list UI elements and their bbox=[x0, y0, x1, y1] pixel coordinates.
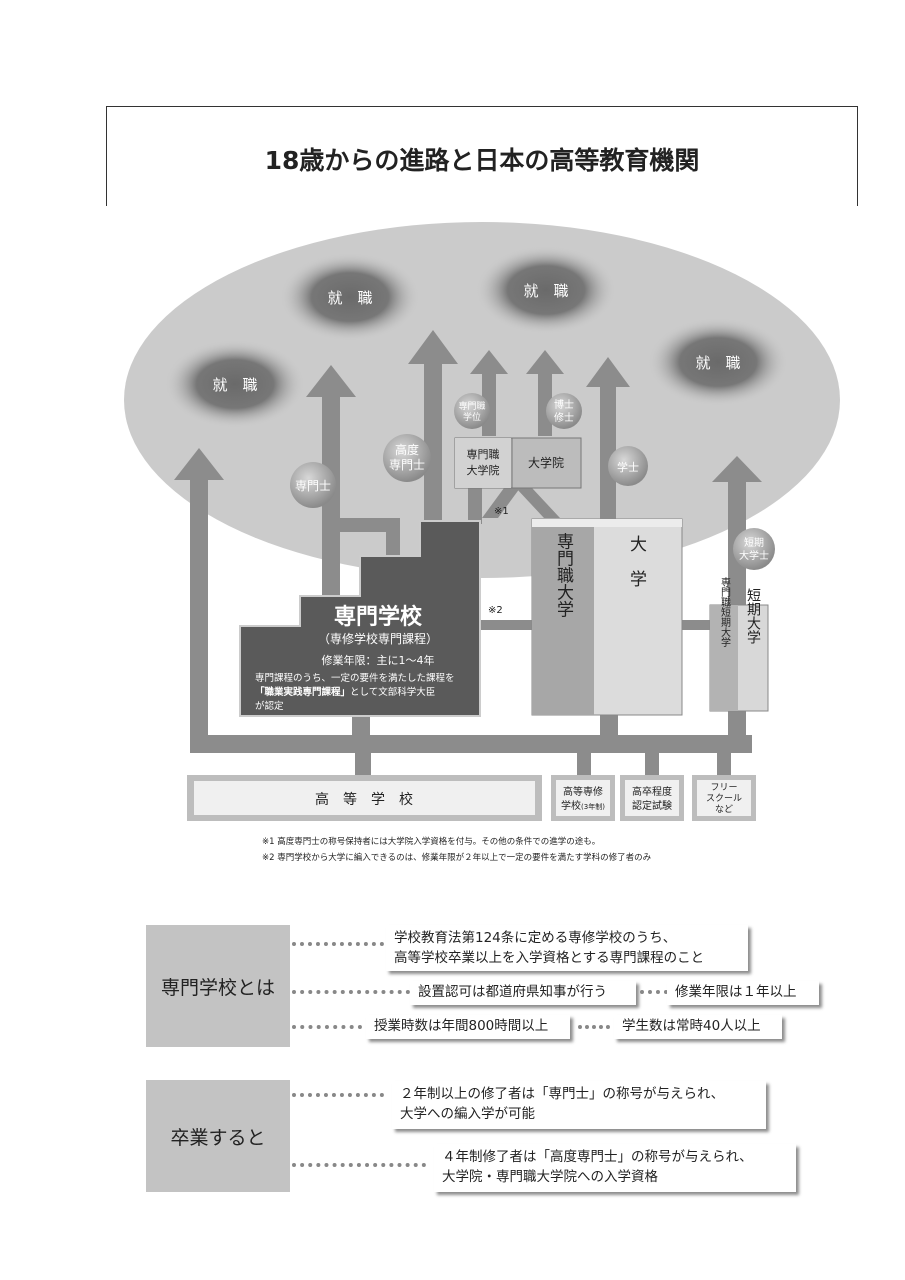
employment-cloud-2: 就 職 bbox=[476, 246, 616, 334]
svg-text:専門士: 専門士 bbox=[389, 458, 425, 472]
about-approval: 設置認可は都道府県知事が行う bbox=[410, 981, 636, 1005]
dotted-leader bbox=[292, 1025, 362, 1029]
svg-text:短期: 短期 bbox=[744, 536, 764, 549]
svg-text:専門士: 専門士 bbox=[295, 479, 331, 493]
svg-text:博士: 博士 bbox=[554, 398, 574, 411]
svg-text:大学院: 大学院 bbox=[528, 455, 564, 470]
svg-text:認定試験: 認定試験 bbox=[632, 799, 672, 812]
svg-text:高度: 高度 bbox=[395, 442, 419, 457]
employment-cloud-1: 就 職 bbox=[280, 253, 420, 341]
svg-text:専門職: 専門職 bbox=[458, 400, 485, 412]
graduation-label: 卒業すると bbox=[146, 1080, 290, 1192]
svg-text:フリー: フリー bbox=[710, 783, 737, 793]
vocational-school-block: 専門学校 （専修学校専門課程） 修業年限：主に1〜4年 専門課程のうち、一定の要… bbox=[239, 520, 481, 717]
dotted-leader bbox=[640, 990, 668, 994]
dotted-leader bbox=[292, 1093, 384, 1097]
graduate-school-box: 専門職 大学院 大学院 bbox=[454, 437, 582, 489]
professional-junior-college-label: 専門職短期大学 bbox=[719, 577, 731, 647]
professional-university-label: 専門職大学 bbox=[553, 532, 574, 617]
footnote-1: ※1 高度専門士の称号保持者には大学院入学資格を付与。その他の条件での進学の途も… bbox=[262, 836, 600, 847]
university-block: 専門職大学 大学 bbox=[531, 518, 683, 716]
employment-cloud-3: 就 職 bbox=[165, 340, 305, 428]
svg-text:専門職: 専門職 bbox=[467, 448, 500, 461]
badge-kodo-senmonshi: 高度 専門士 bbox=[383, 434, 431, 482]
about-definition: 学校教育法第124条に定める専修学校のうち、 高等学校卒業以上を入学資格とする専… bbox=[386, 925, 748, 971]
svg-text:スクール: スクール bbox=[706, 793, 742, 804]
svg-text:大学院: 大学院 bbox=[467, 463, 500, 477]
svg-text:高 等 学 校: 高 等 学 校 bbox=[315, 791, 413, 808]
dotted-leader bbox=[578, 1025, 610, 1029]
kosotsu-nintei-box: 高卒程度 認定試験 bbox=[620, 775, 684, 821]
graduation-item-1: ２年制以上の修了者は「専門士」の称号が与えられ、 大学への編入学が可能 bbox=[392, 1081, 766, 1129]
footnote-2: ※2 専門学校から大学に編入できるのは、修業年限が２年以上で一定の要件を満たす学… bbox=[262, 852, 652, 863]
dotted-leader bbox=[292, 990, 410, 994]
mark-2: ※2 bbox=[488, 605, 503, 616]
junior-college-block: 専門職短期大学 短期大学 bbox=[709, 577, 769, 712]
free-school-box: フリー スクール など bbox=[692, 775, 756, 821]
dotted-leader bbox=[292, 1163, 426, 1167]
badge-tanki-daigakushi: 短期 大学士 bbox=[733, 528, 775, 570]
svg-text:が認定: が認定 bbox=[255, 700, 284, 712]
svg-text:就 職: 就 職 bbox=[212, 376, 257, 394]
svg-text:就 職: 就 職 bbox=[327, 289, 372, 307]
svg-text:就 職: 就 職 bbox=[523, 282, 568, 300]
page-title: 18歳からの進路と日本の高等教育機関 bbox=[264, 146, 700, 175]
about-label: 専門学校とは bbox=[146, 925, 290, 1047]
badge-senmonshi: 専門士 bbox=[290, 462, 336, 508]
about-hours: 授業時数は年間800時間以上 bbox=[366, 1015, 570, 1039]
junior-college-label: 短期大学 bbox=[745, 588, 761, 644]
svg-text:学士: 学士 bbox=[617, 460, 639, 474]
svg-text:学位: 学位 bbox=[463, 411, 481, 423]
svg-text:学校(3年制): 学校(3年制) bbox=[561, 799, 605, 812]
employment-cloud-4: 就 職 bbox=[648, 318, 788, 406]
badge-hakushi-shushi: 博士 修士 bbox=[546, 393, 582, 429]
badge-senmonshoku-gakui: 専門職 学位 bbox=[454, 393, 490, 429]
svg-text:高卒程度: 高卒程度 bbox=[632, 785, 672, 798]
dotted-leader bbox=[292, 942, 384, 946]
svg-text:就 職: 就 職 bbox=[695, 354, 740, 372]
title-frame: 18歳からの進路と日本の高等教育機関 bbox=[106, 106, 858, 206]
university-label: 大学 bbox=[626, 535, 647, 605]
svg-text:大学士: 大学士 bbox=[739, 549, 769, 562]
graduation-item-2: ４年制修了者は「高度専門士」の称号が与えられ、 大学院・専門職大学院への入学資格 bbox=[434, 1144, 796, 1192]
vocational-school-name: 専門学校 bbox=[334, 604, 423, 630]
koto-senshu-box: 高等専修 学校(3年制) bbox=[551, 775, 615, 821]
svg-text:専門課程のうち、一定の要件を満たした課程を: 専門課程のうち、一定の要件を満たした課程を bbox=[255, 672, 455, 684]
svg-text:（専修学校専門課程）: （専修学校専門課程） bbox=[318, 631, 438, 646]
high-school-box: 高 等 学 校 bbox=[187, 775, 542, 821]
svg-text:「職業実践専門課程」として文部科学大臣: 「職業実践専門課程」として文部科学大臣 bbox=[255, 686, 435, 698]
about-years: 修業年限は１年以上 bbox=[667, 981, 819, 1005]
svg-text:高等専修: 高等専修 bbox=[563, 785, 603, 798]
about-students: 学生数は常時40人以上 bbox=[614, 1015, 782, 1039]
svg-text:など: など bbox=[715, 804, 733, 815]
badge-gakushi: 学士 bbox=[608, 446, 648, 486]
svg-text:修業年限：主に1〜4年: 修業年限：主に1〜4年 bbox=[322, 653, 435, 667]
mark-1: ※1 bbox=[494, 506, 509, 517]
svg-text:修士: 修士 bbox=[554, 411, 574, 424]
